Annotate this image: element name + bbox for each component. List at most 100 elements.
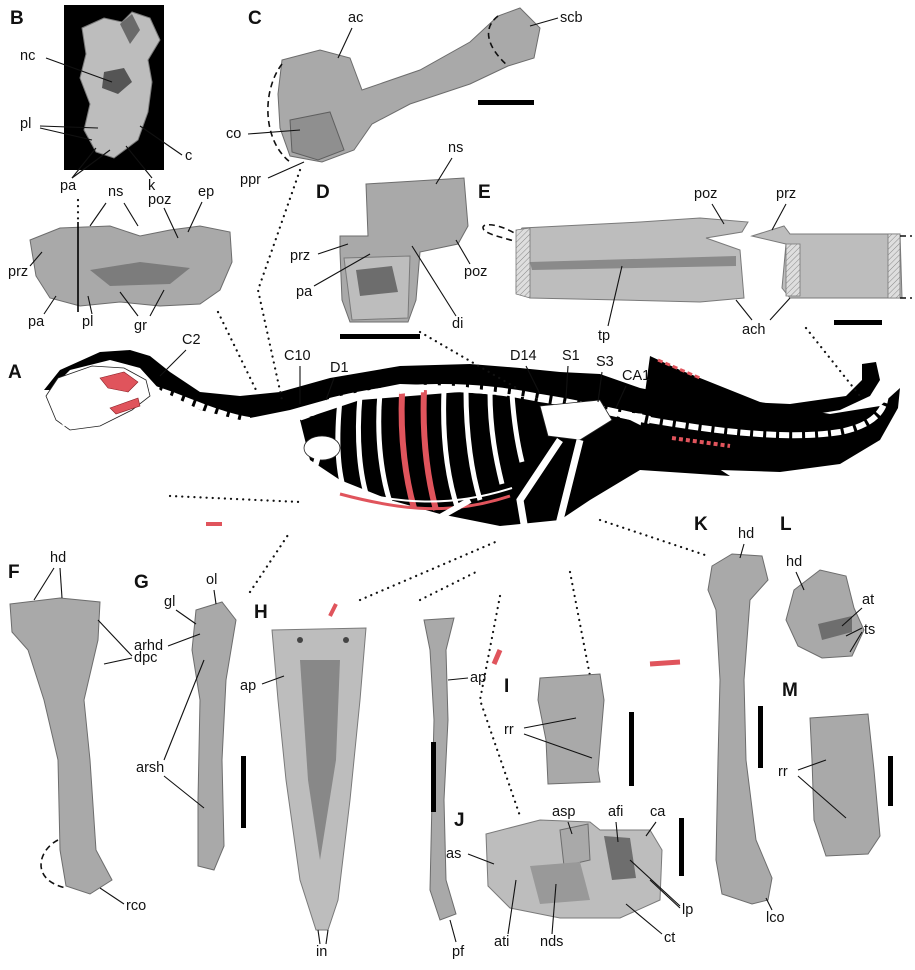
panel-a-letter: A [8, 362, 22, 383]
panel-g: G gl ol arhd arsh [134, 572, 246, 870]
label-in: in [316, 944, 327, 960]
label-ppr: ppr [240, 172, 261, 188]
label-s3: S3 [596, 354, 614, 370]
label-c10: C10 [284, 348, 311, 364]
label-nds: nds [540, 934, 563, 950]
label-gr: gr [134, 318, 147, 334]
label-hd-k: hd [738, 526, 754, 542]
panel-g-letter: G [134, 572, 149, 593]
label-s1: S1 [562, 348, 580, 364]
panel-j: J as asp afi ca lp ati nds ct [446, 804, 693, 950]
panel-i-letter: I [504, 676, 509, 697]
panel-e-hatch-1 [516, 228, 530, 298]
label-gl: gl [164, 594, 175, 610]
panel-b: B nc pl pa c k ns poz ep prz pa pl gr [8, 5, 232, 334]
panel-l-letter: L [780, 514, 792, 535]
label-ap-h1: ap [240, 678, 256, 694]
label-ts: ts [864, 622, 875, 638]
panel-e-caudal-2 [752, 226, 902, 298]
label-ach: ach [742, 322, 765, 338]
label-pl-b: pl [20, 116, 31, 132]
panel-l-bone [786, 570, 864, 658]
label-as: as [446, 846, 461, 862]
label-di: di [452, 316, 463, 332]
label-scb: scb [560, 10, 583, 26]
label-rr-i: rr [504, 722, 514, 738]
panel-d: D ns prz pa poz di [290, 140, 487, 339]
panel-a: A [8, 332, 900, 664]
panel-c-letter: C [248, 8, 262, 29]
label-pa-b: pa [60, 178, 77, 194]
label-arsh: arsh [136, 760, 164, 776]
label-ac: ac [348, 10, 363, 26]
panel-j-letter: J [454, 810, 465, 831]
label-pa-d: pa [296, 284, 313, 300]
panel-m-bone [810, 714, 880, 856]
label-ca: ca [650, 804, 666, 820]
label-pl-b2: pl [82, 314, 93, 330]
label-poz-b: poz [148, 192, 171, 208]
label-tp: tp [598, 328, 610, 344]
label-ap-h2: ap [470, 670, 486, 686]
panel-d-scale-bar [340, 334, 420, 339]
label-rco: rco [126, 898, 146, 914]
label-arhd: arhd [134, 638, 163, 654]
panel-b-letter: B [10, 8, 24, 29]
label-c: c [185, 148, 192, 164]
panel-j-scale-bar [679, 818, 684, 876]
label-pa-b2: pa [28, 314, 45, 330]
panel-f-humerus [10, 598, 112, 894]
forelimb [222, 456, 318, 530]
panel-k: K hd lco [694, 514, 785, 926]
panel-j-asp [560, 824, 590, 866]
panel-h-letter: H [254, 602, 268, 623]
label-ca1: CA1 [622, 368, 650, 384]
panel-l: L hd at ts [780, 514, 875, 658]
hindlimb-left-red [494, 650, 500, 664]
panel-f: F hd dpc rco [8, 550, 157, 914]
label-poz-e: poz [694, 186, 717, 202]
panel-h: H ap ap in pf [240, 602, 486, 960]
hindlimb-mid [336, 500, 470, 616]
panel-e-scale-bar [834, 320, 882, 325]
panel-f-letter: F [8, 562, 20, 583]
panel-d-shadow [356, 266, 398, 296]
panel-i-scale-bar [629, 712, 634, 786]
panel-i-bone [538, 674, 604, 784]
label-prz-e: prz [776, 186, 796, 202]
label-d14: D14 [510, 348, 537, 364]
panel-g-ulna [192, 602, 236, 870]
label-ati: ati [494, 934, 509, 950]
panel-m-scale-bar [888, 756, 893, 806]
label-hd-f: hd [50, 550, 66, 566]
panel-g-scale-bar [241, 756, 246, 828]
label-ns-b: ns [108, 184, 123, 200]
label-at: at [862, 592, 874, 608]
panel-k-letter: K [694, 514, 708, 535]
label-ol: ol [206, 572, 217, 588]
panel-e-hatch-3 [888, 234, 900, 298]
hindlimb-right-red [650, 662, 680, 664]
label-prz-d: prz [290, 248, 310, 264]
panel-c: C ac scb co ppr [226, 8, 583, 188]
panel-d-letter: D [316, 182, 330, 203]
panel-h-scale-bar [431, 742, 436, 812]
label-d1: D1 [330, 360, 349, 376]
panel-m: M rr [778, 680, 893, 856]
label-co: co [226, 126, 241, 142]
panel-e-letter: E [478, 182, 491, 203]
label-afi: afi [608, 804, 623, 820]
label-c2: C2 [182, 332, 201, 348]
panel-m-letter: M [782, 680, 798, 701]
label-pf: pf [452, 944, 465, 960]
panel-j-nds [530, 862, 590, 904]
panel-k-scale-bar [758, 706, 763, 768]
label-lp: lp [682, 902, 693, 918]
label-prz-b: prz [8, 264, 28, 280]
label-hd-l: hd [786, 554, 802, 570]
panel-i: I rr [504, 674, 634, 786]
skeleton-tail [640, 356, 900, 472]
label-lco: lco [766, 910, 785, 926]
panel-e: E poz prz tp ach [478, 182, 912, 344]
